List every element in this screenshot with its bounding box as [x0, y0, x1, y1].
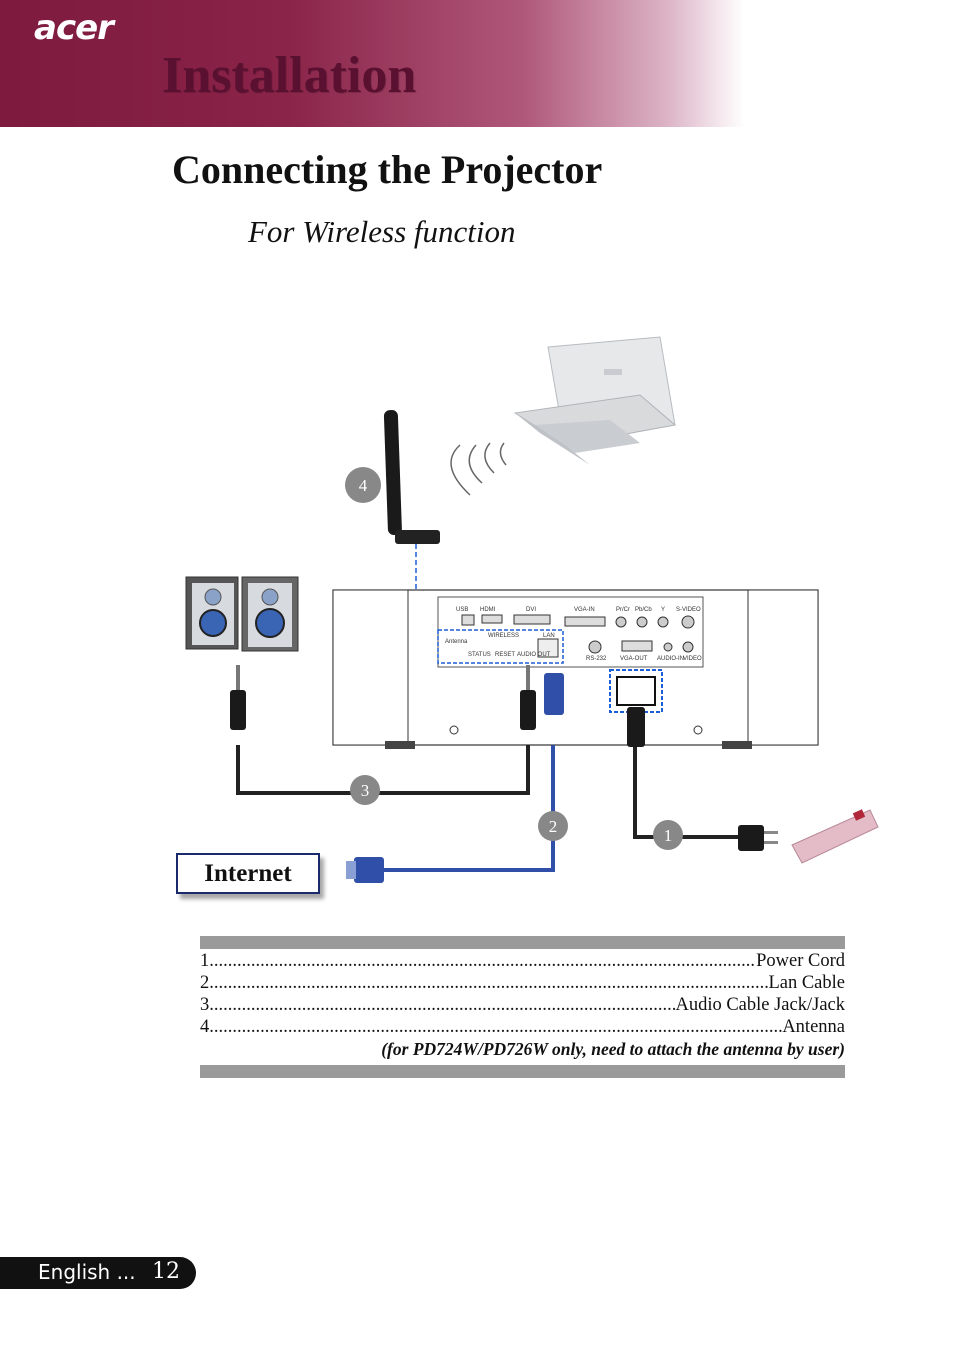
projector-rear-panel: USB HDMI DVI VGA-IN Pr/Cr Pb/Cb Y S-VIDE… — [332, 589, 819, 749]
port-label-reset: RESET — [495, 652, 515, 658]
legend-bottom-divider — [200, 1065, 845, 1078]
power-plug-icon — [627, 707, 778, 851]
legend-note: (for PD724W/PD726W only, need to attach … — [381, 1039, 845, 1059]
port-label-antenna: Antenna — [445, 639, 468, 645]
audio-jack-icon — [230, 665, 536, 730]
callout-2: 2 — [538, 811, 568, 841]
port-label-wireless: WIRELESS — [488, 633, 519, 639]
port-label-svideo: S-VIDEO — [676, 607, 701, 613]
legend-item-number: 4. — [200, 1017, 214, 1037]
internet-label: Internet — [176, 853, 320, 894]
connection-diagram: USB HDMI DVI VGA-IN Pr/Cr Pb/Cb Y S-VIDE… — [185, 336, 879, 883]
cables — [236, 745, 750, 872]
port-label-vga-in: VGA-IN — [574, 607, 595, 613]
section-title: Installation — [162, 47, 417, 104]
lan-plug-icon — [346, 673, 564, 883]
legend-item-label: Lan Cable — [768, 973, 845, 993]
legend-item-number: 2. — [200, 973, 214, 993]
port-label-usb: USB — [456, 607, 468, 613]
legend-item: 3. Audio Cable Jack/Jack — [200, 994, 845, 1016]
legend-item-label: Antenna — [782, 1017, 845, 1037]
port-label-pr: Pr/Cr — [616, 607, 630, 613]
port-label-audio-in: AUDIO-IN — [657, 656, 684, 662]
legend-top-divider — [200, 936, 845, 949]
callout-3: 3 — [350, 775, 380, 805]
header-banner: acer Installation — [0, 0, 954, 127]
svg-text:4: 4 — [359, 476, 368, 495]
port-label-pb: Pb/Cb — [635, 607, 652, 613]
page-title: Connecting the Projector — [172, 147, 603, 192]
legend-list: 1. Power Cord 2. Lan Cable 3. Audio Cabl… — [200, 950, 845, 1060]
footer-language: English ... — [38, 1260, 136, 1284]
svg-text:3: 3 — [361, 781, 370, 800]
legend-item: 2. Lan Cable — [200, 972, 845, 994]
wireless-signal-icon — [450, 442, 507, 496]
acer-logo: acer — [34, 8, 114, 48]
port-label-audio-out: AUDIO OUT — [517, 652, 551, 658]
svg-text:2: 2 — [549, 817, 558, 836]
callout-4: 4 — [345, 467, 381, 503]
legend-item-number: 3. — [200, 995, 214, 1015]
port-label-video: VIDEO — [683, 656, 702, 662]
footer-page-tab: English ... 12 — [0, 1257, 196, 1289]
legend-item-label: Power Cord — [756, 951, 845, 971]
port-label-dvi: DVI — [526, 607, 536, 613]
legend-item: 4. Antenna — [200, 1016, 845, 1038]
page-number: 12 — [152, 1259, 180, 1284]
page-subtitle: For Wireless function — [248, 214, 516, 249]
port-label-y: Y — [661, 607, 665, 613]
legend-item-number: 1. — [200, 951, 214, 971]
legend-item: 1. Power Cord — [200, 950, 845, 972]
power-strip-icon — [791, 809, 879, 864]
port-label-rs232: RS-232 — [586, 656, 607, 662]
port-label-hdmi: HDMI — [480, 607, 496, 613]
port-label-vga-out: VGA-OUT — [620, 656, 648, 662]
svg-text:1: 1 — [664, 826, 673, 845]
port-label-lan: LAN — [543, 633, 555, 639]
laptop-icon — [513, 336, 677, 465]
legend-item-label: Audio Cable Jack/Jack — [675, 995, 845, 1015]
speakers-icon — [185, 576, 299, 652]
callout-1: 1 — [653, 820, 683, 850]
port-label-status: STATUS — [468, 652, 491, 658]
